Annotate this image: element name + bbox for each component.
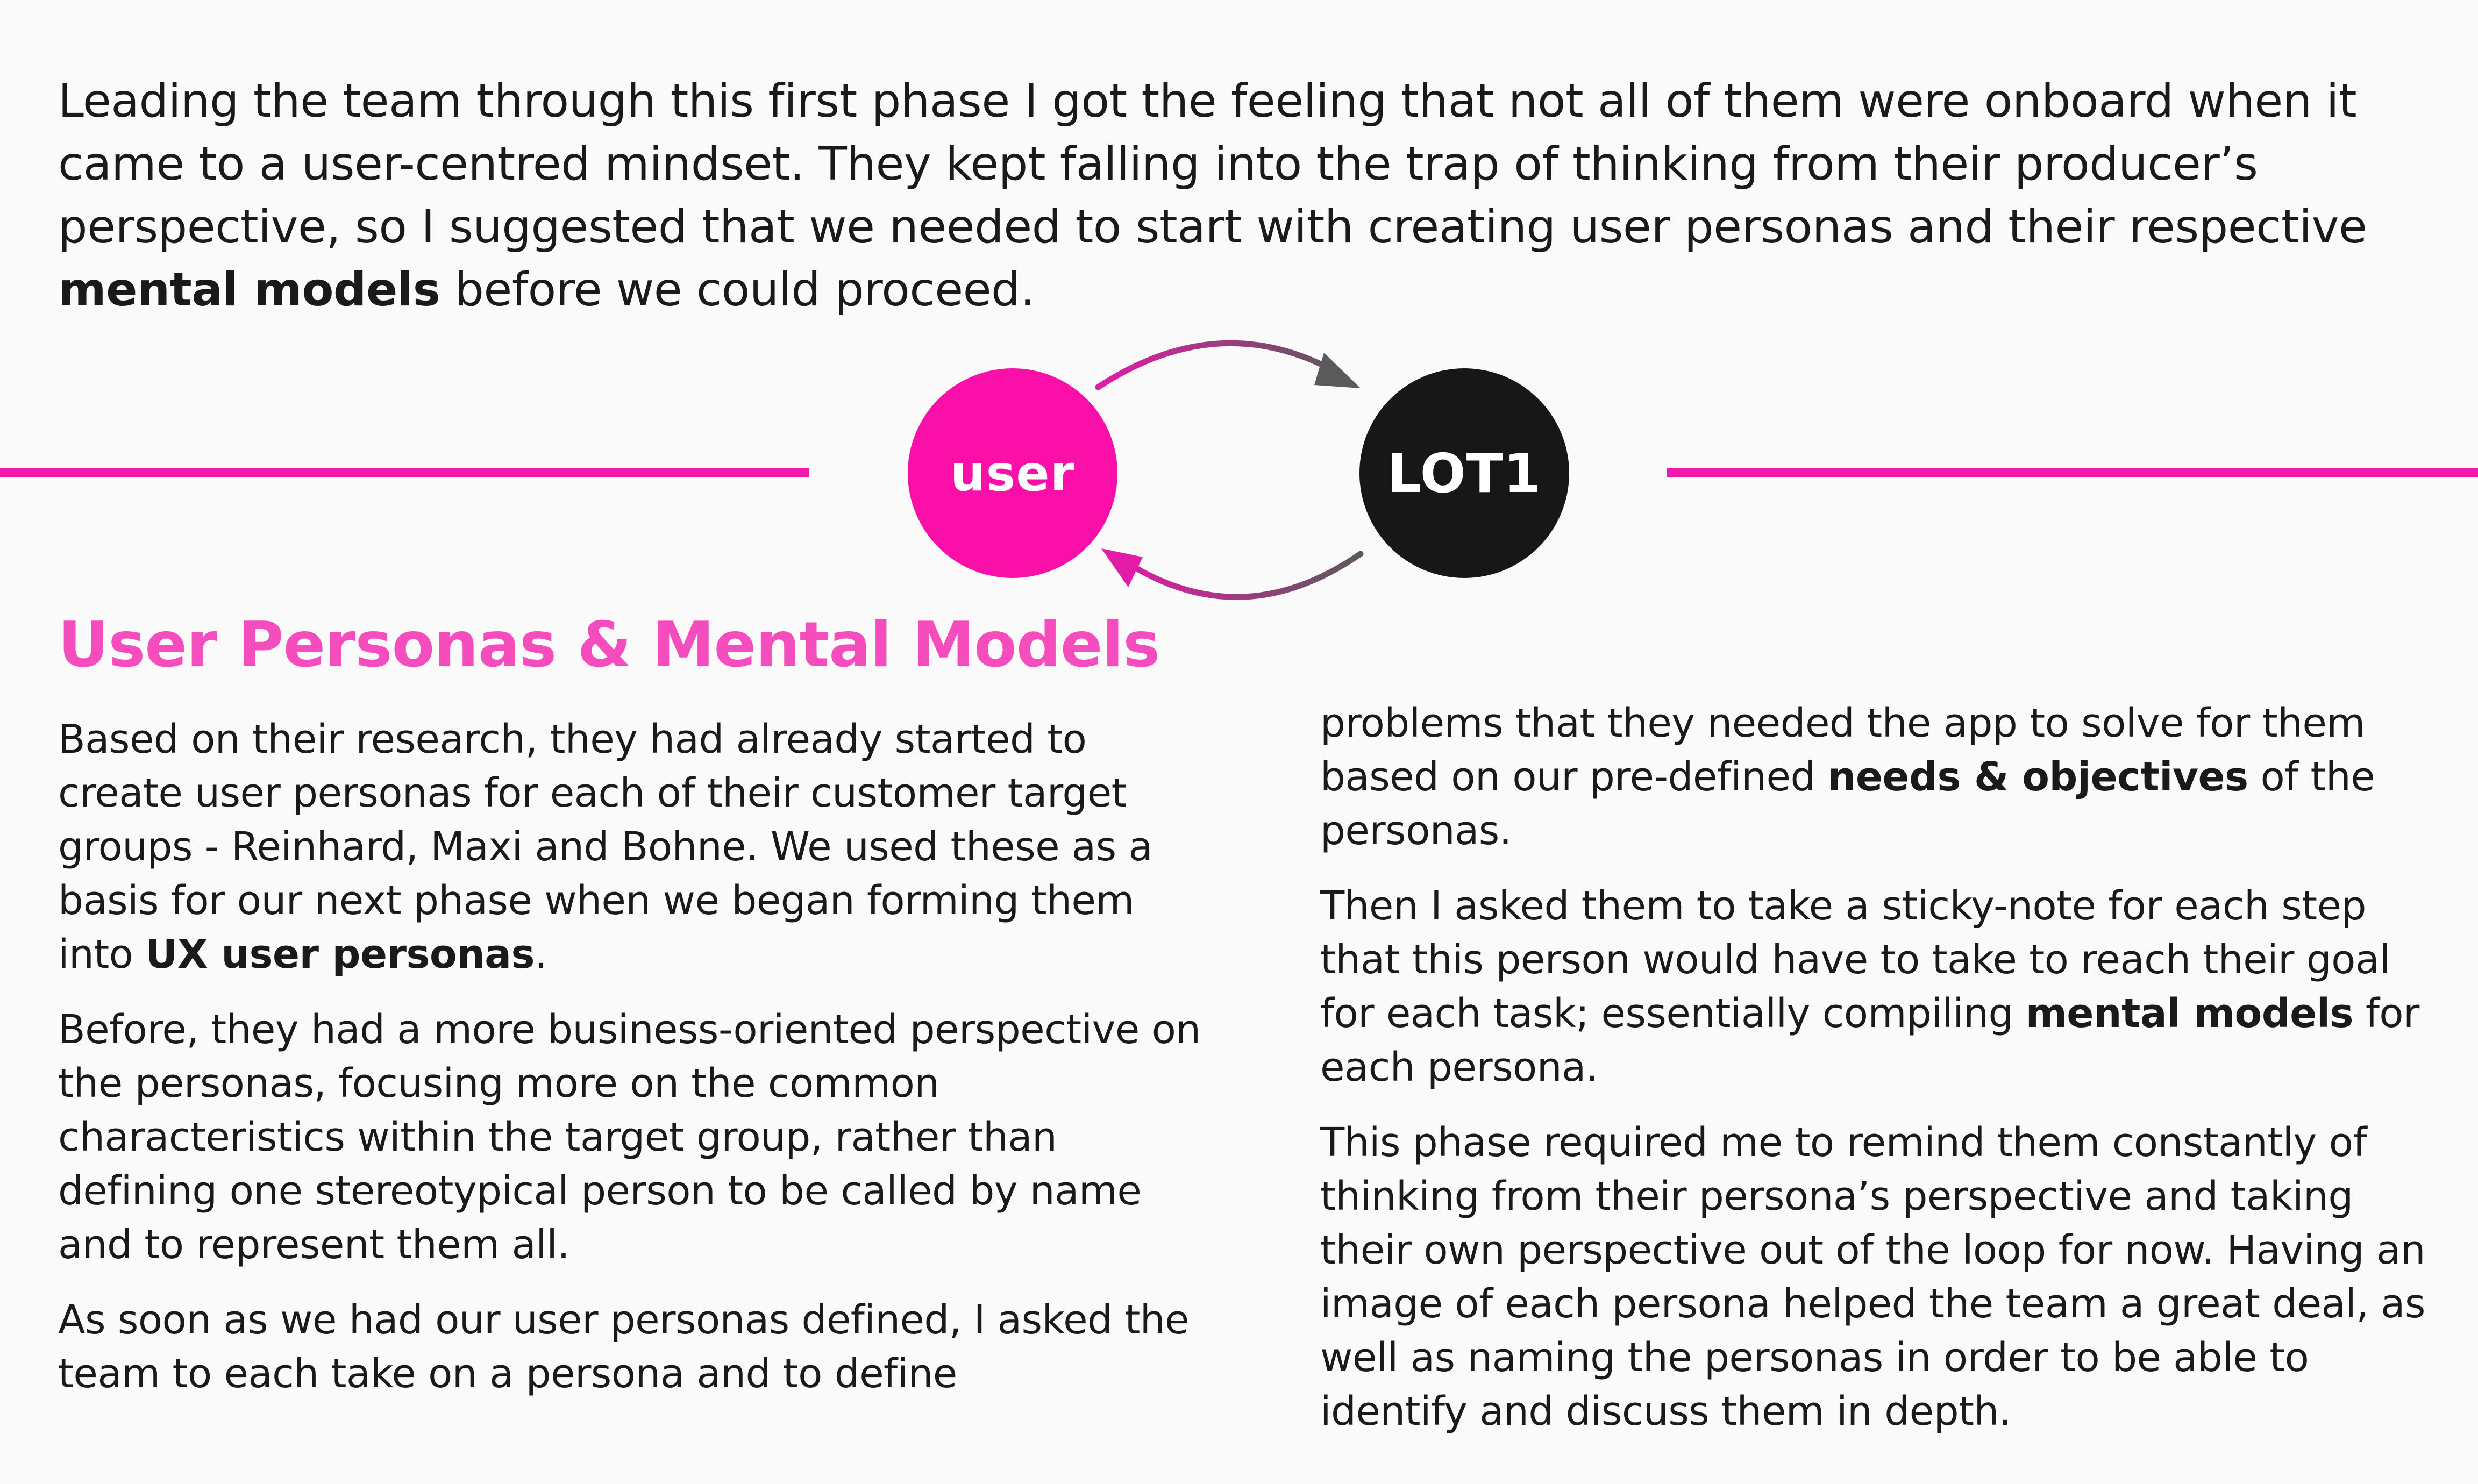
intro-bold-mental-models: mental models — [58, 263, 440, 317]
right-p2-text: Then I asked them to take a sticky-note … — [1320, 883, 2390, 1037]
arrow-user-to-lot — [1095, 340, 1327, 390]
right-p1-end: of the personas. — [1320, 754, 2375, 854]
divider-line-right — [1667, 468, 2478, 477]
right-text-column: problems that they needed the app to sol… — [1320, 696, 2439, 1460]
lot1-circle-label: LOT1 — [1387, 441, 1542, 505]
left-p1-bold: UX user personas — [145, 931, 535, 978]
left-p1-text: Based on their research, they had alread… — [58, 716, 1153, 978]
arrow-head-right-icon — [1314, 353, 1361, 388]
right-paragraph-3: This phase required me to remind them co… — [1320, 1119, 2426, 1435]
right-paragraph-1: problems that they needed the app to sol… — [1320, 696, 2439, 858]
left-paragraph-1: Based on their research, they had alread… — [58, 712, 1220, 981]
right-p2-bold: mental models — [2025, 990, 2354, 1037]
user-circle: user — [908, 368, 1117, 578]
intro-paragraph: Leading the team through this first phas… — [58, 70, 2435, 322]
right-p1-bold: needs & objectives — [1827, 754, 2248, 800]
left-paragraph-2: Before, they had a more business-oriente… — [58, 1007, 1201, 1268]
section-heading: User Personas & Mental Models — [58, 609, 1160, 681]
right-p1-text: problems that they needed the app to sol… — [1320, 700, 2365, 800]
arrow-lot-to-user — [1134, 551, 1364, 600]
left-paragraph-3: As soon as we had our user personas defi… — [58, 1297, 1190, 1397]
divider-line-left — [0, 468, 809, 477]
arrow-head-left-icon — [1101, 548, 1143, 587]
left-p1-end: . — [534, 931, 547, 978]
right-p2-end: for each persona. — [1320, 990, 2419, 1090]
left-text-column: Based on their research, they had alread… — [58, 712, 1220, 1422]
user-circle-label: user — [950, 444, 1076, 502]
intro-text: Leading the team through this first phas… — [58, 74, 2367, 254]
right-paragraph-2: Then I asked them to take a sticky-note … — [1320, 879, 2439, 1094]
lot1-circle: LOT1 — [1359, 368, 1569, 578]
intro-text-end: before we could proceed. — [440, 263, 1035, 317]
